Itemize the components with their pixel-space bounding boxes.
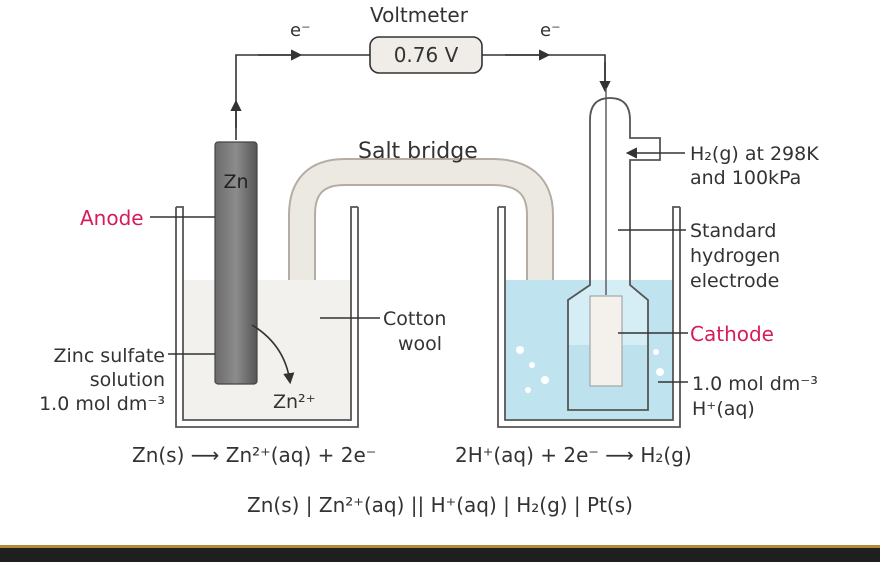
- voltmeter-label: Voltmeter: [370, 3, 469, 27]
- electron-label-left: e⁻: [290, 20, 311, 41]
- voltmeter-box: [369, 36, 483, 74]
- platinum-electrode: [589, 295, 623, 387]
- bottom-bar: [0, 545, 880, 562]
- bottom-accent-line: [0, 545, 880, 548]
- she-line3: electrode: [690, 270, 779, 292]
- leader-lines: [150, 216, 688, 383]
- acid-line2: H⁺(aq): [692, 398, 755, 420]
- cotton-wool-line2: wool: [398, 333, 442, 355]
- voltmeter-reading: 0.76 V: [394, 43, 459, 67]
- electrochemical-cell-diagram: e⁻ e⁻ Voltmeter 0.76 V Salt bridge Zn Zn…: [39, 3, 819, 517]
- zinc-sulfate-solution: [183, 280, 351, 420]
- electron-label-right: e⁻: [540, 20, 561, 41]
- anode-label: Anode: [80, 206, 144, 230]
- zinc-electrode-label: Zn: [223, 171, 248, 193]
- zinc-solution-line3: 1.0 mol dm⁻³: [39, 393, 165, 415]
- zinc-half-cell: Zn Zn²⁺: [175, 141, 359, 428]
- hydrogen-bubbles: [516, 346, 664, 393]
- half-equation-anode: Zn(s) ⟶ Zn²⁺(aq) + 2e⁻: [132, 443, 376, 467]
- hydrogen-half-cell: [497, 88, 685, 428]
- cell-notation: Zn(s) | Zn²⁺(aq) || H⁺(aq) | H₂(g) | Pt(…: [247, 493, 633, 517]
- hydrogen-gas-line1: H₂(g) at 298K: [690, 143, 819, 165]
- voltmeter: Voltmeter 0.76 V: [369, 3, 483, 74]
- cathode-label: Cathode: [690, 322, 774, 346]
- zinc-solution-line1: Zinc sulfate: [53, 345, 165, 367]
- acid-line1: 1.0 mol dm⁻³: [692, 373, 818, 395]
- hydrogen-gas-line2: and 100kPa: [690, 167, 801, 189]
- she-line1: Standard: [690, 220, 776, 242]
- zinc-electrode: [214, 141, 258, 385]
- zinc-ion-label: Zn²⁺: [273, 391, 316, 413]
- diagram-canvas: e⁻ e⁻ Voltmeter 0.76 V Salt bridge Zn Zn…: [0, 0, 880, 545]
- half-equation-cathode: 2H⁺(aq) + 2e⁻ ⟶ H₂(g): [455, 443, 692, 467]
- external-circuit: [230, 49, 611, 140]
- zinc-solution-line2: solution: [90, 369, 165, 391]
- salt-bridge-label: Salt bridge: [358, 139, 478, 164]
- cotton-wool-line1: Cotton: [383, 308, 446, 330]
- she-line2: hydrogen: [690, 245, 780, 267]
